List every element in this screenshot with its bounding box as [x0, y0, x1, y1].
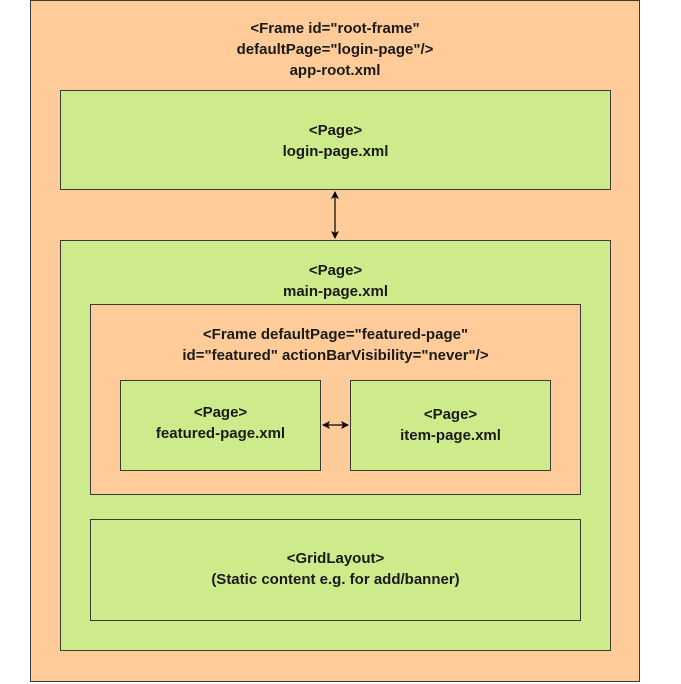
login-page-label: <Page> login-page.xml [61, 120, 610, 162]
featured-page-line-1: <Page> [193, 404, 248, 421]
featured-frame-line-1: <Frame defaultPage="featured-page" [202, 326, 469, 343]
item-page-line-2: item-page.xml [400, 427, 501, 444]
grid-layout-label: <GridLayout> (Static content e.g. for ad… [91, 548, 580, 590]
grid-layout-line-1: <GridLayout> [286, 550, 385, 567]
grid-layout-box: <GridLayout> (Static content e.g. for ad… [90, 519, 581, 621]
root-frame-label: <Frame id="root-frame" defaultPage="logi… [31, 18, 639, 81]
main-page-line-2: main-page.xml [282, 283, 389, 300]
root-frame-line-3: app-root.xml [289, 62, 381, 79]
featured-page-label: <Page> featured-page.xml [121, 402, 320, 444]
item-page-line-1: <Page> [423, 406, 478, 423]
login-page-box: <Page> login-page.xml [60, 90, 611, 190]
featured-page-line-2: featured-page.xml [155, 425, 286, 442]
root-frame-line-1: <Frame id="root-frame" [250, 20, 420, 37]
main-page-line-1: <Page> [308, 262, 363, 279]
login-page-line-2: login-page.xml [282, 143, 389, 160]
featured-page-box: <Page> featured-page.xml [120, 380, 321, 471]
featured-frame-label: <Frame defaultPage="featured-page" id="f… [91, 324, 580, 366]
main-page-label: <Page> main-page.xml [61, 260, 610, 302]
item-page-box: <Page> item-page.xml [350, 380, 551, 471]
root-frame-line-2: defaultPage="login-page"/> [236, 41, 434, 58]
item-page-label: <Page> item-page.xml [351, 404, 550, 446]
login-page-line-1: <Page> [308, 122, 363, 139]
grid-layout-line-2: (Static content e.g. for add/banner) [211, 571, 460, 588]
featured-frame-line-2: id="featured" actionBarVisibility="never… [182, 347, 489, 364]
